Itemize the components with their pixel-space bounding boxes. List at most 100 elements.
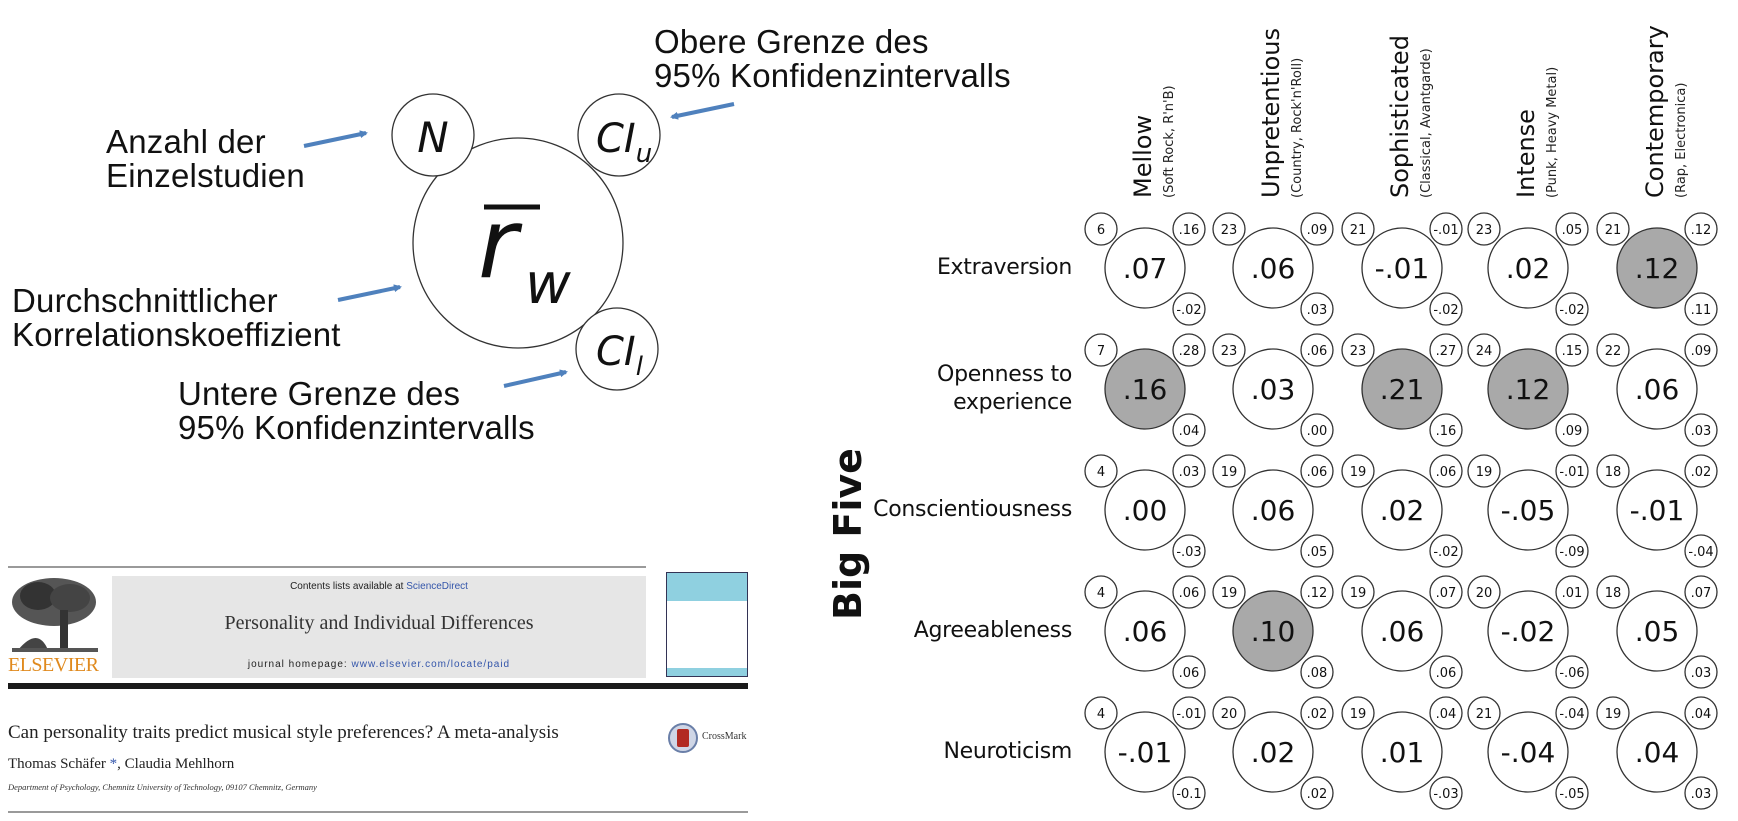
- ci-upper-circle: [1429, 454, 1463, 488]
- cover-bottom-band: [667, 668, 747, 676]
- n-studies-circle: [1341, 333, 1375, 367]
- row-label-line1: Agreeableness: [913, 618, 1073, 643]
- label-ci-upper: Obere Grenze des 95% Konfidenzintervalls: [654, 25, 1011, 93]
- n-studies-value: 19: [1476, 465, 1493, 480]
- ci-lower-circle: [1684, 292, 1718, 326]
- ci-lower-value: -0.1: [1176, 787, 1201, 802]
- ci-lower-value: .03: [1691, 787, 1712, 802]
- mean-correlation-circle: [1232, 348, 1314, 430]
- n-studies-value: 4: [1097, 707, 1105, 722]
- label-mean-line1: Durchschnittlicher: [12, 282, 278, 319]
- ci-lower-value: -.02: [1433, 303, 1458, 318]
- n-studies-value: 18: [1605, 465, 1622, 480]
- cover-top-band: [667, 573, 747, 601]
- ci-upper-value: .05: [1562, 223, 1583, 238]
- mean-correlation-value: .10: [1251, 615, 1296, 648]
- mean-correlation-value: .03: [1251, 373, 1296, 406]
- legend-mean-circle: [412, 137, 624, 349]
- mean-correlation-circle: [1616, 590, 1698, 672]
- label-n-line1: Anzahl der: [106, 123, 266, 160]
- n-studies-value: 19: [1350, 586, 1367, 601]
- mean-correlation-value: .06: [1251, 494, 1296, 527]
- crossmark-icon[interactable]: [668, 723, 698, 753]
- ci-upper-circle: [1172, 212, 1206, 246]
- n-studies-value: 7: [1097, 344, 1105, 359]
- n-studies-circle: [1084, 575, 1118, 609]
- mean-correlation-circle: [1616, 348, 1698, 430]
- matrix-cell: -.01 21 -.01 -.02: [1341, 212, 1463, 326]
- mean-correlation-circle: [1487, 469, 1569, 551]
- legend-n-circle: [391, 93, 475, 177]
- mean-correlation-value: .02: [1251, 736, 1296, 769]
- ci-lower-value: .08: [1307, 666, 1328, 681]
- n-studies-circle: [1212, 575, 1246, 609]
- label-mean-line2: Korrelationskoeffizient: [12, 316, 341, 353]
- ci-lower-value: .05: [1307, 545, 1328, 560]
- ci-lower-circle: [1684, 655, 1718, 689]
- paper-header: ELSEVIER Contents lists available at Sci…: [8, 566, 756, 821]
- ci-lower-value: -.09: [1559, 545, 1584, 560]
- n-studies-circle: [1596, 333, 1630, 367]
- ci-upper-circle: [1300, 575, 1334, 609]
- n-studies-circle: [1341, 696, 1375, 730]
- ci-upper-value: .06: [1307, 465, 1328, 480]
- ci-upper-value: -.04: [1559, 707, 1584, 722]
- ci-upper-circle: [1684, 333, 1718, 367]
- mean-correlation-circle: [1104, 469, 1186, 551]
- ci-upper-value: .02: [1307, 707, 1328, 722]
- n-studies-circle: [1467, 333, 1501, 367]
- label-n-line2: Einzelstudien: [106, 157, 305, 194]
- ci-upper-circle: [1429, 212, 1463, 246]
- ci-lower-circle: [1429, 776, 1463, 810]
- n-studies-circle: [1467, 575, 1501, 609]
- ci-lower-value: .00: [1307, 424, 1328, 439]
- contents-prefix: Contents lists available at: [290, 581, 407, 592]
- n-studies-circle: [1596, 454, 1630, 488]
- ci-lower-circle: [1684, 534, 1718, 568]
- homepage-link[interactable]: www.elsevier.com/locate/paid: [351, 659, 511, 670]
- label-ci-upper-line1: Obere Grenze des: [654, 23, 929, 60]
- n-studies-circle: [1084, 696, 1118, 730]
- corresponding-author-marker[interactable]: *: [105, 756, 118, 772]
- legend-mean-subscript: w: [525, 252, 571, 317]
- divider-bottom: [8, 811, 748, 813]
- n-studies-circle: [1341, 575, 1375, 609]
- sciencedirect-link[interactable]: ScienceDirect: [406, 581, 468, 592]
- label-ci-lower-line1: Untere Grenze des: [178, 375, 461, 412]
- ci-lower-circle: [1555, 655, 1589, 689]
- legend-n-symbol: N: [417, 113, 448, 162]
- mean-correlation-circle: [1232, 590, 1314, 672]
- ci-lower-circle: [1172, 413, 1206, 447]
- ci-lower-circle: [1300, 655, 1334, 689]
- mean-correlation-value: .02: [1380, 494, 1425, 527]
- ci-upper-circle: [1300, 333, 1334, 367]
- ci-upper-value: -.01: [1433, 223, 1458, 238]
- mean-correlation-circle: [1232, 469, 1314, 551]
- ci-upper-circle: [1172, 454, 1206, 488]
- n-studies-circle: [1084, 212, 1118, 246]
- ci-upper-value: .06: [1436, 465, 1457, 480]
- mean-correlation-value: -.01: [1375, 252, 1430, 285]
- ci-upper-value: .16: [1179, 223, 1200, 238]
- n-studies-value: 21: [1605, 223, 1622, 238]
- mean-correlation-circle: [1487, 711, 1569, 793]
- n-studies-value: 23: [1221, 223, 1238, 238]
- ci-upper-value: -.01: [1559, 465, 1584, 480]
- row-label: Conscientiousness: [873, 496, 1072, 524]
- mean-correlation-value: -.01: [1630, 494, 1685, 527]
- n-studies-value: 21: [1476, 707, 1493, 722]
- mean-correlation-value: .16: [1123, 373, 1168, 406]
- row-label: Neuroticism: [944, 738, 1073, 766]
- arrow-mean-icon: [337, 284, 402, 302]
- ci-upper-circle: [1555, 454, 1589, 488]
- mean-correlation-value: .01: [1380, 736, 1425, 769]
- n-studies-value: 21: [1350, 223, 1367, 238]
